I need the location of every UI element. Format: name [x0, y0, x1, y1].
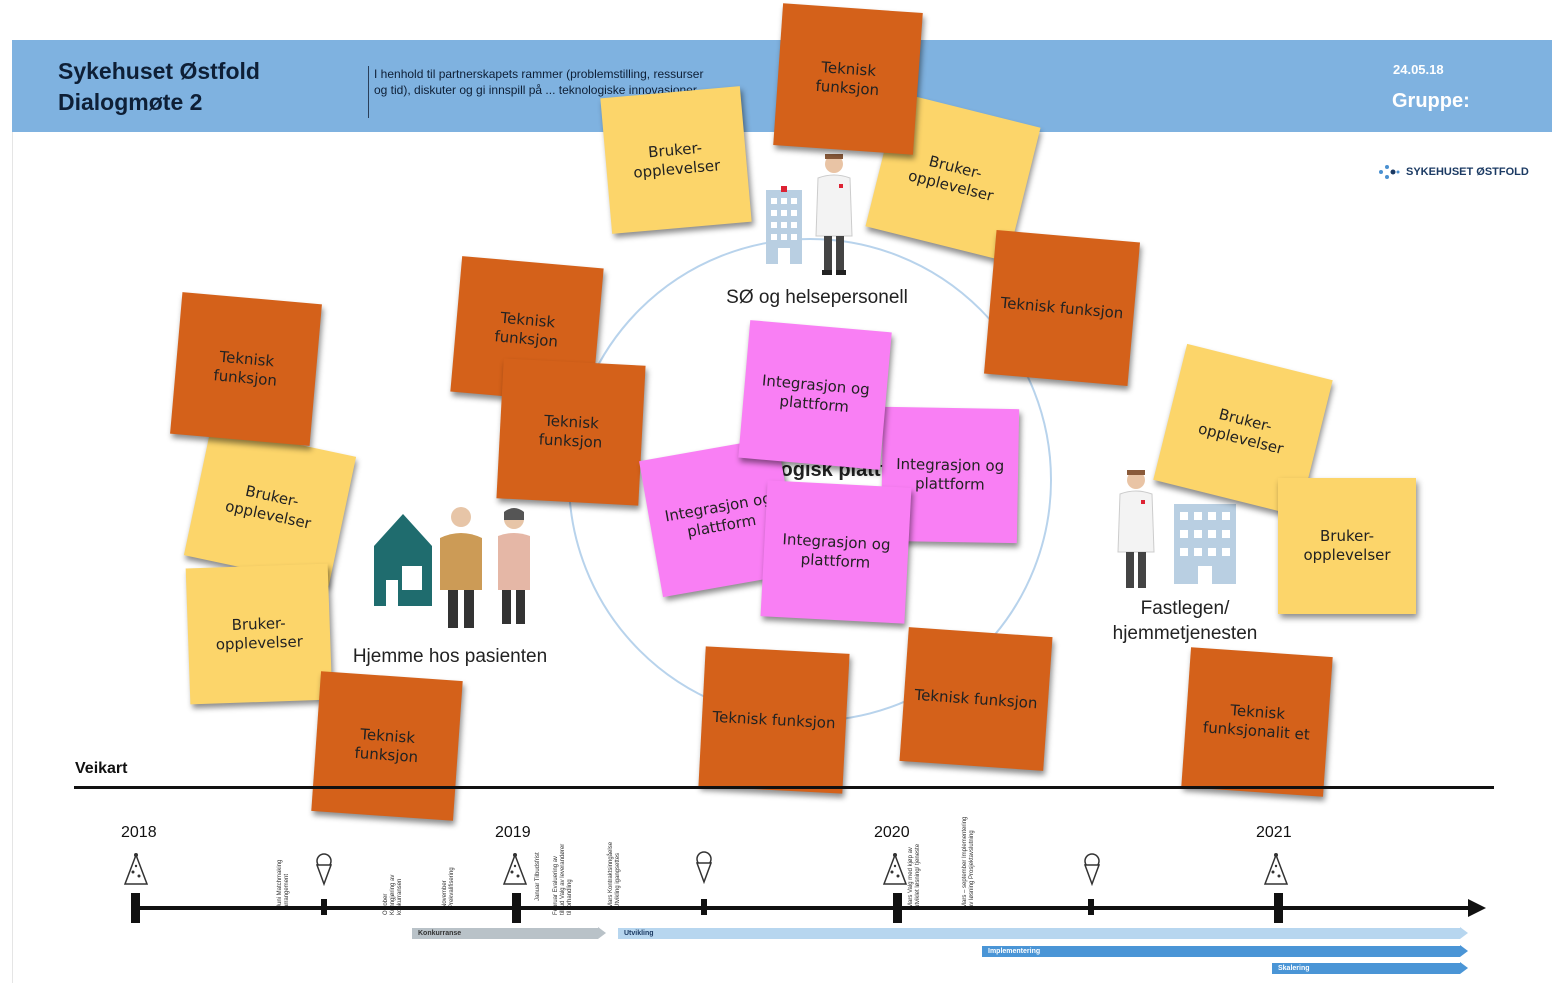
sticky-note-teknisk[interactable]: Teknisk funksjon: [773, 3, 923, 155]
title-line-2: Dialogmøte 2: [58, 89, 203, 115]
roadmap-divider: [74, 786, 1494, 789]
elderly-man-icon: [440, 507, 482, 628]
phase-arrowhead: [1460, 962, 1468, 974]
group-label: Gruppe:: [1392, 90, 1470, 112]
roadmap-title: Veikart: [75, 760, 128, 777]
milestone-text: Januar Tilbudsfrist: [535, 852, 541, 901]
sticky-note-integrasjon[interactable]: Integrasjon og plattform: [760, 480, 912, 624]
logo-text: SYKEHUSET ØSTFOLD: [1406, 166, 1529, 178]
year-label: 2019: [495, 824, 531, 841]
right-label-line-2: hjemmetjenesten: [1112, 623, 1258, 644]
hospital-logo: SYKEHUSET ØSTFOLD: [1378, 163, 1529, 181]
ice-cream-icon: [695, 851, 713, 884]
party-hat-icon: [123, 852, 149, 885]
right-label-line-1: Fastlegen/: [1140, 598, 1230, 619]
year-tick: [512, 893, 521, 923]
phase-arrowhead: [1460, 945, 1468, 957]
sticky-note-teknisk[interactable]: Teknisk funksjon: [899, 627, 1053, 771]
sticky-note-integrasjon[interactable]: Integrasjon og plattform: [738, 320, 892, 470]
milestone-text: Mars Valg med kjøp av utviklet løsning/ …: [908, 843, 921, 908]
sticky-note-teknisk[interactable]: Teknisk funksjon: [983, 229, 1141, 387]
ice-cream-icon: [1083, 853, 1101, 886]
party-hat-icon: [882, 852, 908, 885]
sticky-note-teknisk[interactable]: Teknisk funksjon: [698, 646, 850, 794]
half-year-tick: [701, 899, 707, 915]
header-date: 24.05.18: [1393, 62, 1444, 77]
milestone-text: Februar Evaluering av tilbud Valg av lev…: [553, 843, 573, 915]
elderly-woman-icon: [498, 508, 530, 624]
milestone-text: Mars – september Implementering av løsni…: [962, 816, 975, 908]
top-stakeholder-label: SØ og helsepersonell: [726, 287, 908, 308]
ice-cream-icon: [315, 853, 333, 886]
sticky-note-teknisk[interactable]: Teknisk funksjon: [170, 292, 322, 446]
year-tick: [893, 893, 902, 923]
party-hat-icon: [502, 852, 528, 885]
milestone-text: Juni Matchmaking arrangement: [277, 859, 290, 908]
right-stakeholder-label: Fastlegen/ hjemmetjenesten: [1090, 596, 1280, 646]
page-title: Sykehuset Østfold Dialogmøte 2: [58, 56, 260, 118]
year-tick: [1274, 893, 1283, 923]
header-description: I henhold til partnerskapets rammer (pro…: [374, 67, 704, 97]
title-line-1: Sykehuset Østfold: [58, 58, 260, 84]
year-tick: [131, 893, 140, 923]
phase-bar-utvikling: Utvikling: [618, 928, 1460, 939]
party-hat-icon: [1263, 852, 1289, 885]
timeline-axis: [132, 906, 1470, 910]
house-icon: [374, 514, 432, 606]
year-label: 2021: [1256, 824, 1292, 841]
doctor-icon: [815, 154, 853, 275]
clinic-building-icon: [1174, 504, 1236, 584]
sticky-note-bruker[interactable]: Bruker-opplevelser: [185, 563, 333, 705]
hospital-building-icon: [766, 186, 802, 264]
year-label: 2020: [874, 824, 910, 841]
phase-bar-skalering: Skalering: [1272, 963, 1460, 974]
dots-logo-icon: [1379, 165, 1400, 179]
milestone-text: Mars Kontraktsinngåelse Utvikling igangs…: [608, 841, 621, 908]
sticky-note-bruker[interactable]: Bruker-opplevelser: [600, 86, 752, 234]
sticky-note-teknisk[interactable]: Teknisk funksjon: [311, 671, 463, 821]
sticky-note-teknisk[interactable]: Teknisk funksjon: [496, 358, 646, 506]
gp-doctor-icon: [1117, 470, 1155, 588]
phase-arrowhead: [1460, 927, 1468, 939]
sticky-note-teknisk-alt[interactable]: Teknisk funksjonalit et: [1181, 647, 1333, 797]
half-year-tick: [1088, 899, 1094, 915]
phase-bar-implementering: Implementering: [982, 946, 1460, 957]
milestone-text: November Prekvalifisering: [442, 867, 455, 908]
phase-bar-konkurranse: Konkurranse: [412, 928, 598, 939]
header-divider: [368, 66, 369, 118]
year-label: 2018: [121, 824, 157, 841]
phase-arrowhead: [598, 927, 606, 939]
half-year-tick: [321, 899, 327, 915]
left-stakeholder-label: Hjemme hos pasienten: [352, 646, 548, 667]
timeline-arrowhead: [1468, 899, 1486, 917]
sticky-note-bruker[interactable]: Bruker-opplevelser: [1278, 478, 1416, 614]
